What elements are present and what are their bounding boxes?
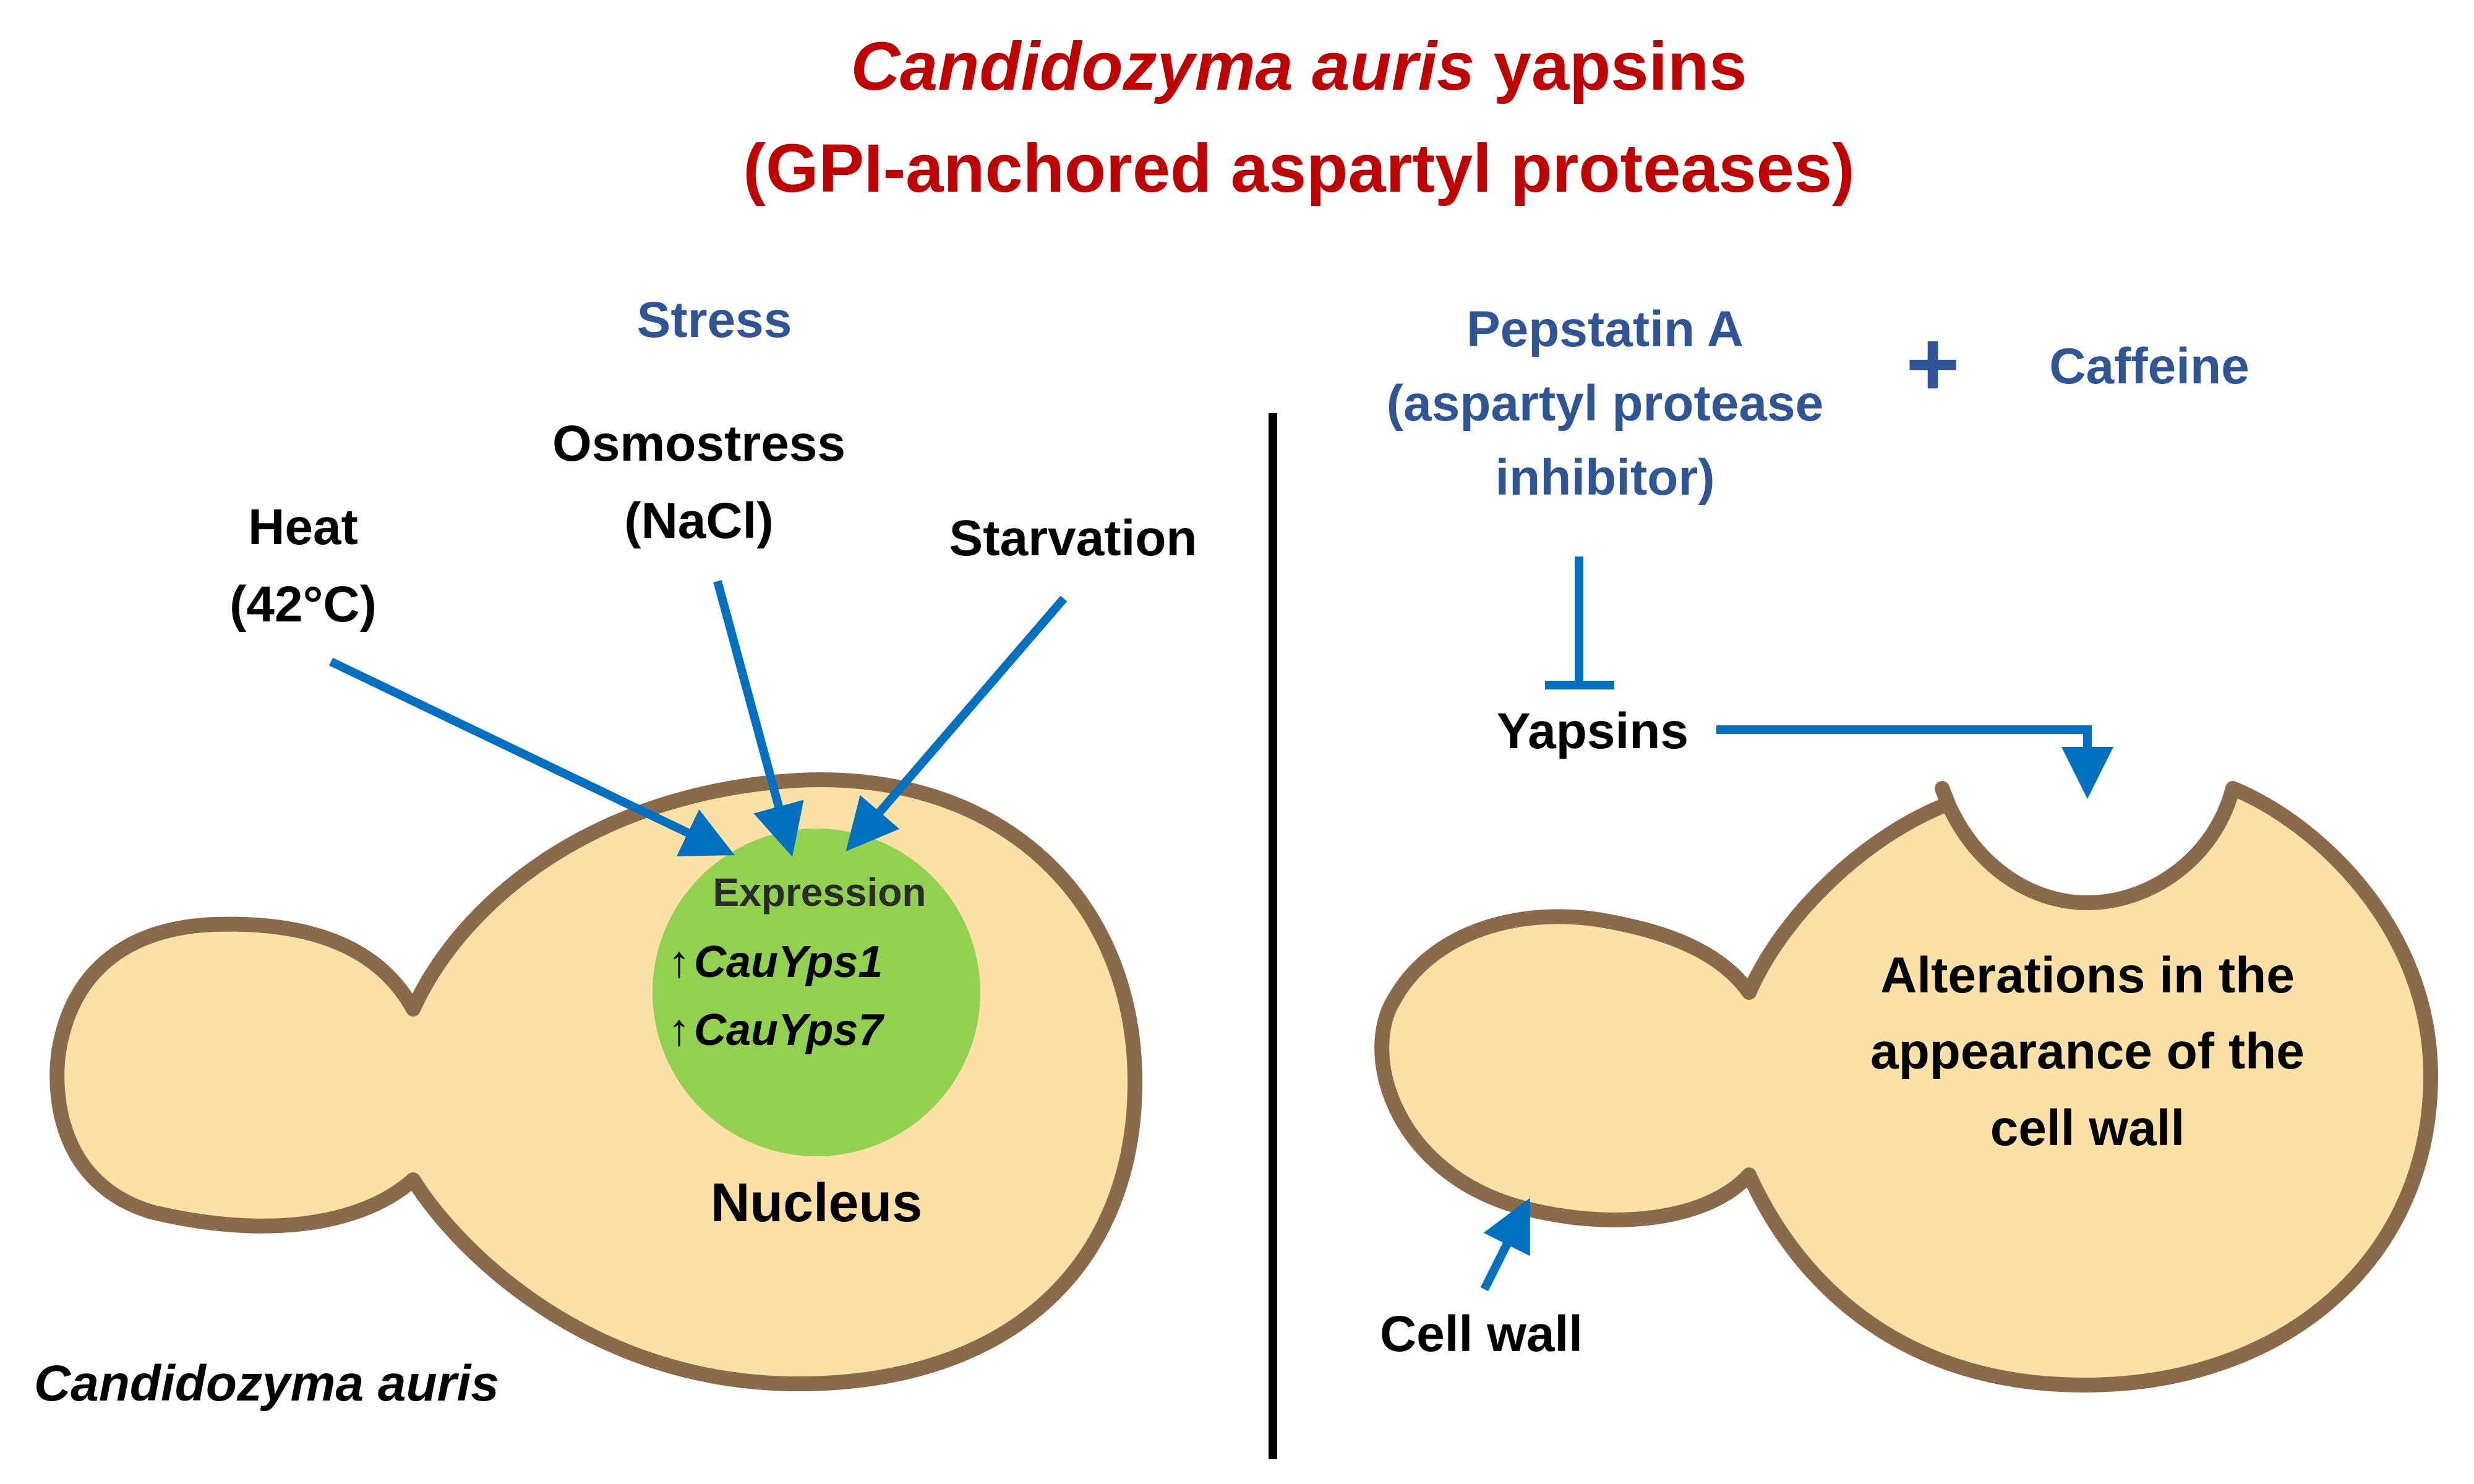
osmostress-nacl-label: (NaCl) [624, 493, 773, 549]
species-label: Candidozyma auris [34, 1355, 499, 1412]
osmostress-arrow-icon [713, 580, 804, 857]
title: Candidozyma auris yapsins (GPI-anchored … [743, 28, 1854, 207]
alteration-line-2: appearance of the [1870, 1023, 2305, 1080]
alteration-line-1: Alterations in the [1880, 947, 2295, 1004]
up-arrow-icon: ↑ [668, 937, 690, 987]
heat-temp-label: (42°C) [229, 576, 377, 633]
heat-arrow-icon [328, 657, 735, 856]
right-panel: Pepstatin A (aspartyl protease inhibitor… [1374, 301, 2438, 1392]
cell-wall-label: Cell wall [1380, 1306, 1583, 1362]
cell-wall-arrow-icon [1480, 1198, 1530, 1292]
t-bar-inhibition-icon [1545, 556, 1614, 689]
yapsins-arrow-icon [1716, 725, 2113, 799]
pepstatin-desc-line-2: inhibitor) [1495, 450, 1714, 506]
pepstatin-label: Pepstatin A [1466, 301, 1744, 357]
title-species: Candidozyma auris [851, 28, 1475, 104]
yapsins-label: Yapsins [1497, 703, 1689, 759]
up-arrow-icon: ↑ [668, 1005, 690, 1055]
caffeine-label: Caffeine [2049, 338, 2249, 394]
stress-header: Stress [637, 292, 792, 348]
expression-label: Expression [713, 870, 926, 915]
title-line-2: (GPI-anchored aspartyl proteases) [743, 130, 1854, 207]
gene-cauyps7-name: CauYps7 [694, 1005, 884, 1055]
osmostress-label: Osmostress [552, 416, 845, 472]
yeast-cell-right [1374, 781, 2438, 1392]
nucleus [653, 829, 980, 1156]
gene-cauyps7: ↑CauYps7 [668, 1005, 884, 1055]
heat-label: Heat [248, 499, 358, 555]
alteration-line-3: cell wall [1990, 1100, 2185, 1156]
title-yapsins: yapsins [1475, 28, 1747, 104]
title-line-1: Candidozyma auris yapsins [851, 28, 1747, 104]
left-panel: Expression ↑CauYps1 ↑CauYps7 Nucleus Str… [34, 292, 1197, 1412]
plus-sign: + [1906, 312, 1960, 416]
gene-cauyps1: ↑CauYps1 [668, 937, 883, 987]
starvation-arrow-icon [845, 595, 1068, 851]
starvation-label: Starvation [949, 510, 1197, 566]
gene-cauyps1-name: CauYps1 [694, 937, 883, 987]
nucleus-label: Nucleus [711, 1172, 922, 1233]
yeast-cell-left [49, 772, 1142, 1391]
pepstatin-desc-line-1: (aspartyl protease [1387, 375, 1823, 432]
